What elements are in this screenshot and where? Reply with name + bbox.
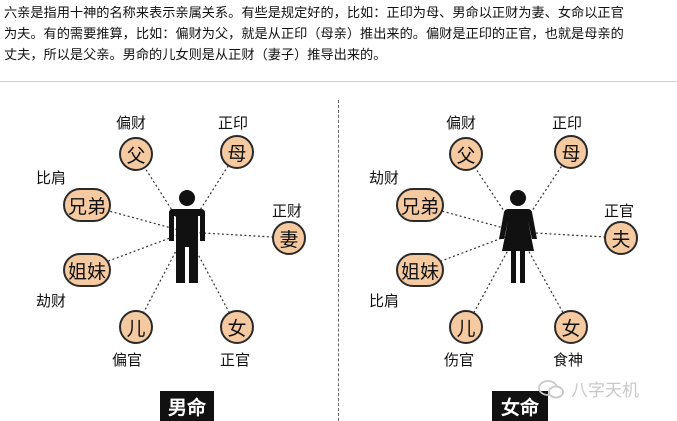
intro-line-1: 六亲是指用十神的名称来表示亲属关系。有些是规定好的，比如：正印为母、男命以正财为…	[4, 6, 624, 21]
female-node-daughter: 女	[554, 310, 588, 344]
male-node-son: 儿	[119, 310, 153, 344]
male-label-father: 偏财	[116, 114, 147, 132]
male-node-father: 父	[119, 137, 153, 171]
female-node-father: 父	[449, 137, 483, 171]
male-label-sister: 劫财	[36, 292, 67, 310]
female-line-brother	[419, 204, 519, 233]
intro-text: 六亲是指用十神的名称来表示亲属关系。有些是规定好的，比如：正印为母、男命以正财为…	[4, 3, 672, 66]
female-label-mother: 正印	[552, 114, 583, 132]
female-label-son: 伤官	[444, 351, 475, 369]
female-node-mother: 母	[554, 135, 588, 169]
male-figure-icon	[169, 190, 205, 283]
female-node-sister: 姐妹	[396, 253, 444, 287]
wechat-icon	[538, 379, 564, 398]
section-divider	[338, 100, 339, 421]
male-node-daughter: 女	[220, 310, 254, 344]
female-label-daughter: 食神	[553, 351, 584, 369]
male-node-brother: 兄弟	[63, 188, 111, 222]
female-label-husband: 正官	[604, 202, 635, 220]
female-figure-icon	[499, 190, 537, 283]
male-label-brother: 比肩	[36, 169, 67, 187]
watermark-text: 八字天机	[571, 381, 639, 401]
male-node-wife: 妻	[272, 221, 306, 255]
watermark: 八字天机	[537, 376, 639, 401]
male-label-mother: 正印	[218, 114, 249, 132]
female-node-husband: 夫	[604, 221, 638, 255]
male-node-sister: 姐妹	[63, 253, 111, 287]
female-label-father: 偏财	[446, 114, 477, 132]
female-title: 女命	[492, 391, 548, 421]
male-label-son: 偏官	[112, 351, 143, 369]
header-rule	[0, 81, 677, 82]
female-node-son: 儿	[449, 310, 483, 344]
intro-line-2: 为夫。有的需要推算，比如：偏财为父，就是从正印（母亲）推出来的。偏财是正印的正官…	[4, 27, 624, 42]
male-node-mother: 母	[220, 135, 254, 169]
male-label-wife: 正财	[272, 202, 303, 220]
female-label-sister: 比肩	[369, 292, 400, 310]
female-label-brother: 劫财	[369, 169, 400, 187]
male-title: 男命	[160, 391, 214, 421]
male-label-daughter: 正官	[220, 351, 251, 369]
intro-line-3: 丈夫，所以是父亲。男命的儿女则是从正财（妻子）推导出来的。	[4, 48, 387, 63]
female-node-brother: 兄弟	[396, 188, 444, 222]
